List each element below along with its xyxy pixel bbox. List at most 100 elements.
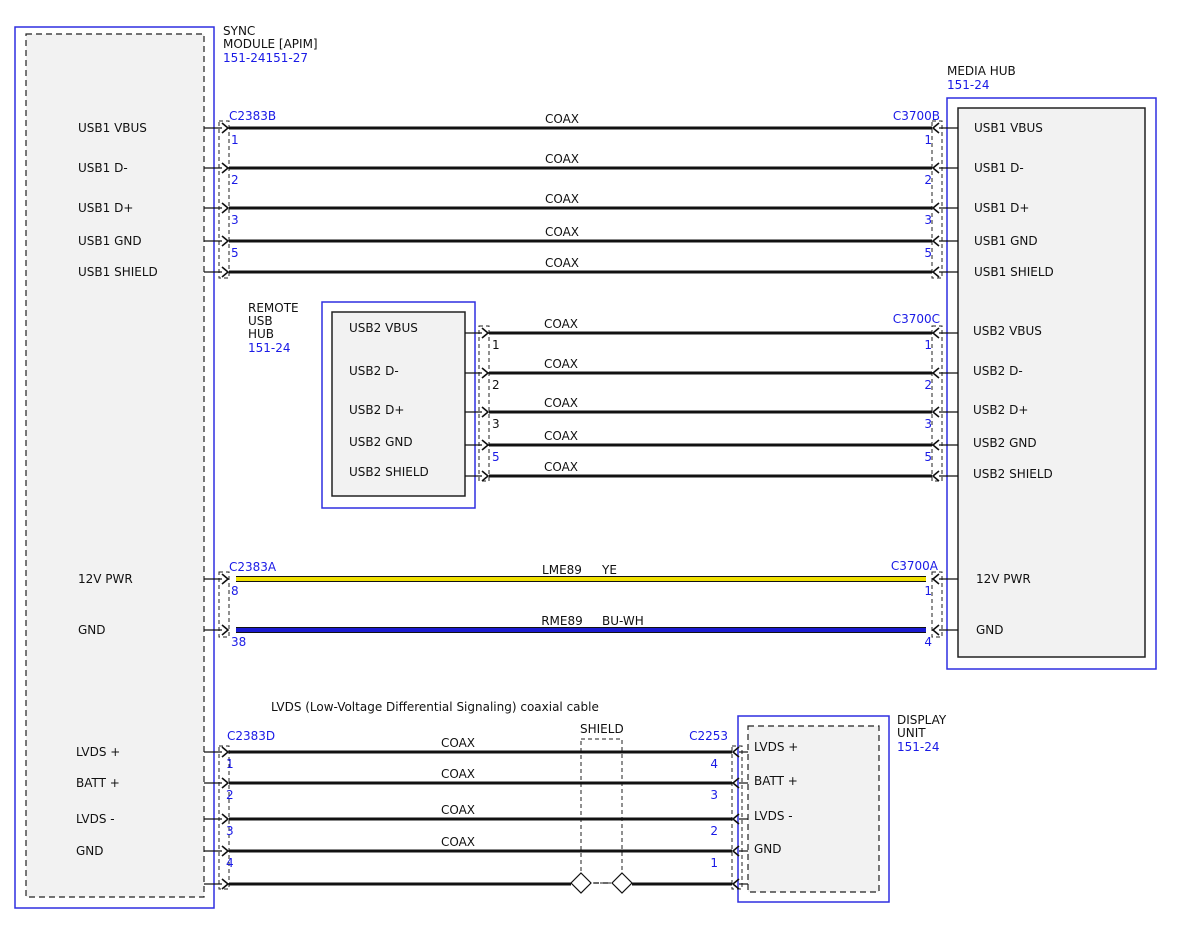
wire-label: COAX	[545, 225, 579, 239]
pin-label-right: USB2 SHIELD	[973, 467, 1053, 481]
remote-hub-title-2: USB	[248, 314, 273, 328]
connector-arrow-icon	[731, 878, 740, 890]
media-hub-ref: 151-24	[947, 78, 990, 92]
shield-annotation: SHIELD	[570, 722, 633, 894]
pin-number-right: 5	[924, 246, 932, 260]
connector-arrow-icon	[731, 777, 740, 789]
sync-title-2: MODULE [APIM]	[223, 37, 318, 51]
pin-number-left: 3	[231, 213, 239, 227]
connector-arrow-icon	[481, 470, 490, 482]
connector-arrow-icon	[221, 777, 230, 789]
pin-label-left: USB1 D-	[78, 161, 128, 175]
connector-arrow-icon	[221, 813, 230, 825]
wire-label: COAX	[545, 256, 579, 270]
pin-label-left: USB2 GND	[349, 435, 413, 449]
pin-label-left: USB2 D+	[349, 403, 404, 417]
pin-label-right: USB1 GND	[974, 234, 1038, 248]
connector-arrow-icon	[931, 406, 940, 418]
media-hub-title: MEDIA HUB	[947, 64, 1016, 78]
wire-label: COAX	[544, 396, 578, 410]
pin-number-left: 2	[492, 378, 500, 392]
connector-arrow-icon	[221, 122, 230, 134]
remote-hub-title-3: HUB	[248, 327, 274, 341]
wire-color-code: BU-WH	[602, 614, 644, 628]
wire-label: COAX	[544, 460, 578, 474]
connector-arrow-icon	[221, 235, 230, 247]
pin-number-left: 1	[231, 133, 239, 147]
pin-number-left: 5	[492, 450, 500, 464]
pin-number-right: 4	[924, 635, 932, 649]
remote-hub-ref: 151-24	[248, 341, 291, 355]
connector-arrow-icon	[931, 327, 940, 339]
circuit-row: BATT + BATT + COAX 2 3	[76, 767, 798, 802]
pin-label-left: USB2 SHIELD	[349, 465, 429, 479]
wire-label: COAX	[441, 803, 475, 817]
connector-arrow-icon	[481, 439, 490, 451]
pin-label-left: 12V PWR	[78, 572, 133, 586]
pin-label-right: GND	[754, 842, 782, 856]
pin-label-right: GND	[976, 623, 1004, 637]
pin-label-left: LVDS -	[76, 812, 115, 826]
connector-arrow-icon	[931, 470, 940, 482]
pin-number-left: 3	[226, 824, 234, 838]
pin-number-right: 1	[924, 584, 932, 598]
pin-label-right: USB1 VBUS	[974, 121, 1043, 135]
pin-number-right: 3	[710, 788, 718, 802]
connector-arrow-icon	[931, 266, 940, 278]
pin-number-left: 2	[226, 788, 234, 802]
pin-label-left: USB2 D-	[349, 364, 399, 378]
pin-label-right: USB1 SHIELD	[974, 265, 1054, 279]
remote-usb-hub: REMOTE USB HUB 151-24	[248, 301, 476, 509]
connector-c2383d: C2383D	[227, 729, 275, 743]
pin-number-right: 4	[710, 757, 718, 771]
pin-label-right: LVDS +	[754, 740, 798, 754]
sync-module: SYNC MODULE [APIM] 151-24151-27	[14, 24, 318, 909]
shield-ground-icon	[611, 872, 633, 894]
pin-label-right: BATT +	[754, 774, 798, 788]
pin-number-left: 5	[231, 246, 239, 260]
pin-label-right: USB1 D-	[974, 161, 1024, 175]
display-title-2: UNIT	[897, 726, 926, 740]
pin-number-left: 8	[231, 584, 239, 598]
connector-c3700a: C3700A	[891, 559, 939, 573]
connector-arrow-icon	[221, 624, 230, 636]
pin-number-right: 3	[924, 213, 932, 227]
wire-label: COAX	[544, 357, 578, 371]
pin-number-right: 3	[924, 417, 932, 431]
wire-label: COAX	[545, 152, 579, 166]
pin-number-left: 1	[226, 757, 234, 771]
connector-outlines	[218, 120, 943, 890]
connector-arrow-icon	[221, 573, 230, 585]
connector-arrow-icon	[931, 162, 940, 174]
pin-label-left: BATT +	[76, 776, 120, 790]
pin-label-right: USB2 GND	[973, 436, 1037, 450]
connector-arrow-icon	[221, 746, 230, 758]
pin-label-left: USB1 SHIELD	[78, 265, 158, 279]
wire-label: COAX	[441, 736, 475, 750]
circuit-number: RME89	[541, 614, 583, 628]
pin-label-right: 12V PWR	[976, 572, 1031, 586]
wire-label: COAX	[545, 192, 579, 206]
wire-label: COAX	[441, 767, 475, 781]
connector-arrow-icon	[931, 573, 940, 585]
shield-drain-wire	[204, 878, 748, 890]
connector-arrow-icon	[931, 439, 940, 451]
display-ref: 151-24	[897, 740, 940, 754]
connector-c3700c: C3700C	[893, 312, 940, 326]
wire-label: COAX	[544, 429, 578, 443]
pin-number-right: 2	[710, 824, 718, 838]
connector-arrow-icon	[931, 235, 940, 247]
